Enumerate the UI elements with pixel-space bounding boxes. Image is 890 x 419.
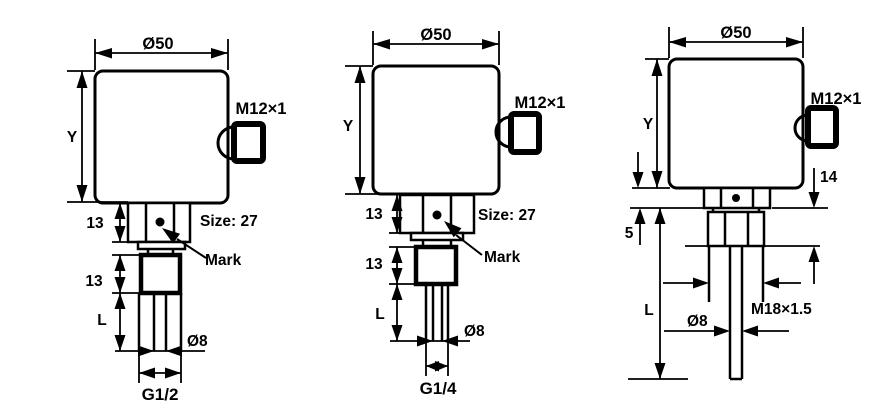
fig1-label-top-diameter: Ø50 <box>142 35 173 53</box>
fig2-collar <box>409 231 465 242</box>
fig3-dim-gap-height <box>632 152 646 245</box>
fig1-housing-body <box>93 69 230 205</box>
fig2-boss-block <box>413 244 459 287</box>
fig3-label-gap-height: 5 <box>625 225 634 242</box>
fig3-label-connector-thread: M12×1 <box>811 90 862 108</box>
fig2-connector-plug <box>494 111 542 155</box>
fig2-label-insertion-length: L <box>375 306 384 323</box>
fig2-probe <box>431 284 444 341</box>
fig1-label-body-height: Y <box>67 129 78 146</box>
fig2-label-top-diameter: Ø50 <box>420 26 451 44</box>
fig1-dim-body-height <box>67 70 128 203</box>
fig1-dim-hex-height <box>112 203 130 243</box>
fig1-label-probe-diameter: Ø8 <box>187 333 208 350</box>
fig2-thread-nipple <box>424 284 450 341</box>
fig2-mark-leader <box>444 221 483 256</box>
fig1-label-mark: Mark <box>205 252 242 269</box>
fig3-label-probe-diameter: Ø8 <box>687 313 708 330</box>
fig1-connector-plug <box>216 121 266 164</box>
fig1-dim-insertion-length <box>114 293 126 351</box>
fig2-label-connector-thread: M12×1 <box>515 94 566 112</box>
fig3-label-body-height: Y <box>643 116 654 133</box>
figure-variant-g12: Ø50 Y M12×1 <box>67 35 287 404</box>
fig3-dim-top-diameter <box>668 27 804 58</box>
fig3-housing-body <box>667 57 805 190</box>
fig3-label-process-thread: M18×1.5 <box>751 301 812 318</box>
fig3-connector-plug <box>793 105 839 149</box>
fig1-boss-block <box>138 252 183 296</box>
fig2-label-body-height: Y <box>343 118 354 135</box>
fig2-dim-top-diameter <box>372 31 500 65</box>
fig1-dim-boss-height <box>112 254 141 294</box>
fig2-label-mark: Mark <box>484 249 521 266</box>
fig3-thread-section <box>707 246 765 302</box>
fig1-label-connector-thread: M12×1 <box>236 100 287 118</box>
fig2-dim-boss-height <box>389 246 416 285</box>
fig1-label-wrench-size: Size: 27 <box>200 213 258 230</box>
fig3-dim-body-height <box>632 58 670 189</box>
fig2-label-probe-diameter: Ø8 <box>464 323 485 340</box>
fig3-probe <box>728 246 744 381</box>
fig1-mark-dot <box>155 217 165 227</box>
fig2-housing-body <box>371 64 501 196</box>
fig1-dim-process-thread <box>138 353 182 383</box>
fig3-hex-nut <box>706 210 766 248</box>
fig2-label-hex-height: 13 <box>365 206 383 223</box>
fig1-dim-probe-diameter <box>115 345 205 357</box>
fig3-mark-dot <box>732 194 740 202</box>
fig3-label-insertion-length: L <box>644 302 653 319</box>
fig3-label-neck-height: 14 <box>820 169 838 186</box>
fig1-mark-leader <box>162 228 207 259</box>
fig2-dim-hex-height <box>389 195 403 234</box>
fig3-dim-probe-diameter <box>664 325 789 337</box>
fig2-mark-dot <box>432 210 442 220</box>
fig2-label-boss-height: 13 <box>365 256 383 273</box>
fig2-label-process-thread: G1/4 <box>420 379 457 398</box>
fig2-dim-body-height <box>345 65 402 195</box>
fig2-dim-probe-diameter <box>390 335 470 347</box>
fig3-label-top-diameter: Ø50 <box>720 24 751 42</box>
figure-variant-g14: Ø50 Y M12×1 13 Size: 27 <box>343 26 566 398</box>
fig1-collar <box>136 240 187 251</box>
fig1-label-process-thread: G1/2 <box>142 385 179 404</box>
fig2-label-wrench-size: Size: 27 <box>478 207 536 224</box>
fig1-label-insertion-length: L <box>97 312 106 329</box>
fig3-dim-insertion-length <box>628 208 688 380</box>
fig2-dim-process-thread <box>425 343 449 376</box>
fig3-dim-neck-height <box>808 168 820 284</box>
fig1-thread-nipple <box>137 293 183 351</box>
fig3-dim-process-thread <box>663 277 801 289</box>
fig2-dim-insertion-length <box>391 284 403 341</box>
fig1-label-hex-height: 13 <box>86 215 104 232</box>
fig1-probe <box>152 293 168 351</box>
fig1-dim-top-diameter <box>94 39 229 70</box>
fig1-label-boss-height: 13 <box>85 273 103 290</box>
figure-variant-m18: Ø50 Y M12×1 <box>625 24 862 381</box>
